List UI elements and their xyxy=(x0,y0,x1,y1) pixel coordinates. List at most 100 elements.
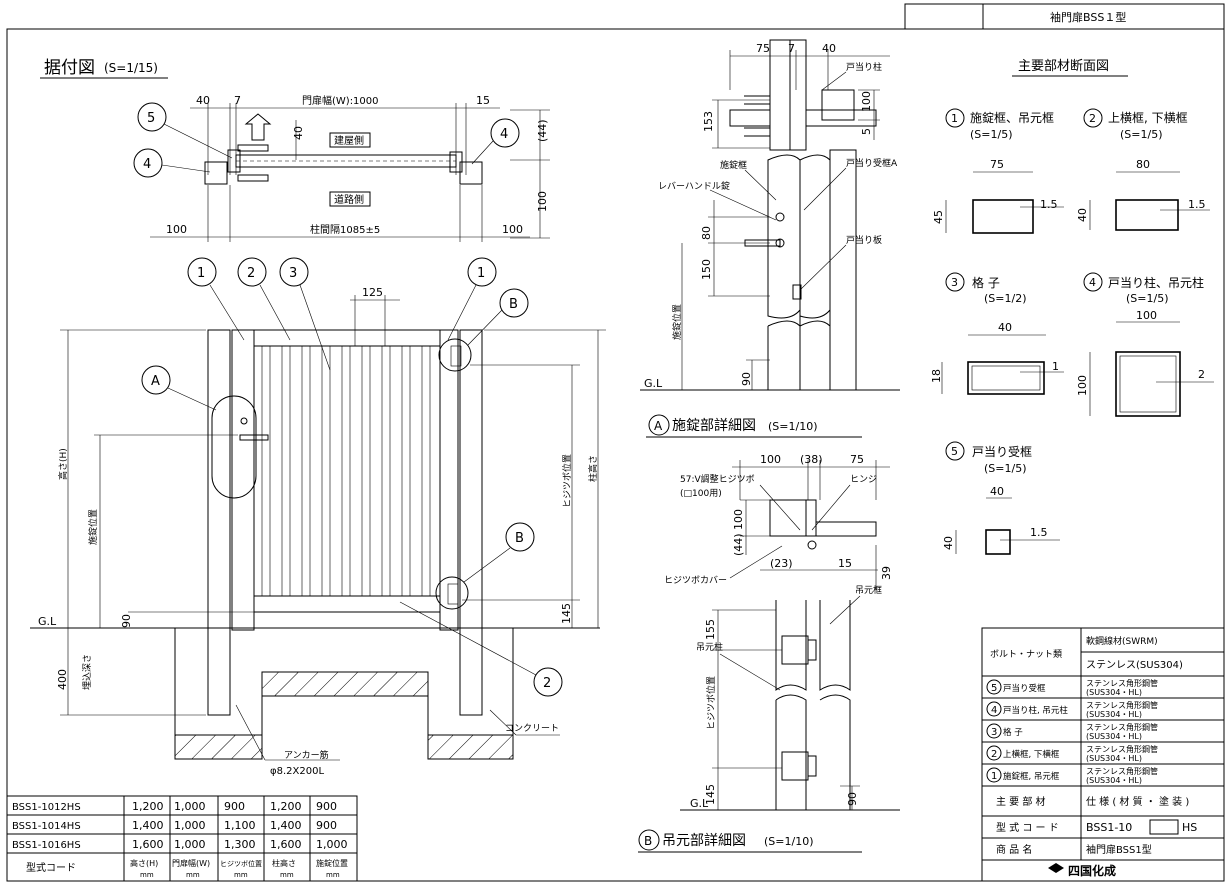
size-hdr-code: 型式コード xyxy=(26,861,76,874)
spec-row-spec1-1: ステンレス角形鋼管 xyxy=(1086,700,1158,710)
dt-dim-75: 75 xyxy=(756,42,770,55)
plan-dim-100-right-bottom: 100 xyxy=(502,223,523,236)
concrete-label: コンクリート xyxy=(505,723,559,734)
da-dim-100v: 100 xyxy=(732,509,745,530)
size-cell-2-4: 1,600 xyxy=(270,838,302,851)
elevation-view: 125 G.L 高さ(H) 施錠位置 90 400 埋込深さ 柱高さ ヒジツボ位… xyxy=(30,257,606,777)
sections: 1 施錠框、吊元框 (S=1/5) 75 45 1.5 2 上横框, 下横框 (… xyxy=(930,108,1214,555)
s1-h: 45 xyxy=(932,210,945,224)
detail-b-scale: (S=1/10) xyxy=(764,835,813,848)
sheet-border xyxy=(6,28,1225,882)
size-cell-1-2: 1,000 xyxy=(174,819,206,832)
callout-1-right: 1 xyxy=(477,266,485,281)
anchor-spec: φ8.2X200L xyxy=(270,766,324,777)
callout-2-top: 2 xyxy=(247,266,255,281)
callout-1-left: 1 xyxy=(197,266,205,281)
elev-hinge-pos: ヒジツボ位置 xyxy=(561,454,573,508)
callout-a: A xyxy=(151,374,160,389)
spec-row-num-0: 5 xyxy=(991,683,997,694)
plan-dim-40: 40 xyxy=(196,94,210,107)
da-cover: ヒジツボカバー xyxy=(664,575,727,586)
detail-a-circle-label: A xyxy=(654,419,663,433)
callout-b-top: B xyxy=(509,297,518,312)
dt-dim-40: 40 xyxy=(822,42,836,55)
anchor-label: アンカー筋 xyxy=(284,749,329,761)
size-cell-2-3: 1,300 xyxy=(224,838,256,851)
svg-text:1: 1 xyxy=(951,112,958,125)
size-cell-1-5: 900 xyxy=(316,819,337,832)
size-cell-0-3: 900 xyxy=(224,800,245,813)
header-box xyxy=(904,3,1225,30)
size-cell-2-5: 1,000 xyxy=(316,838,348,851)
s4-h: 100 xyxy=(1076,375,1089,396)
spec-row-part-0: 戸当り受框 xyxy=(1003,683,1046,694)
callout-4-plan-left xyxy=(133,148,163,178)
s1-scale: (S=1/5) xyxy=(970,128,1013,141)
dt-dim-153: 153 xyxy=(702,111,715,132)
svg-text:4: 4 xyxy=(1089,276,1096,289)
s2-w: 80 xyxy=(1136,158,1150,171)
svg-text:5: 5 xyxy=(147,111,155,126)
dt-dim-80: 80 xyxy=(700,226,713,240)
spec-row-num-1: 4 xyxy=(991,705,997,716)
unit-h: mm xyxy=(140,871,154,879)
db-hang-frame: 吊元框 xyxy=(855,584,882,596)
plan-dim-100-right: 100 xyxy=(536,191,549,212)
size-cell-0-4: 1,200 xyxy=(270,800,302,813)
callout-3: 3 xyxy=(289,266,297,281)
svg-text:4: 4 xyxy=(500,127,508,142)
callout-5-plan xyxy=(137,102,167,132)
s4-scale: (S=1/5) xyxy=(1126,292,1169,305)
size-hdr-w: 門扉幅(W) xyxy=(172,858,210,868)
dt-stop-frame-a: 戸当り受框A xyxy=(846,157,898,169)
dt-stop-post: 戸当り柱 xyxy=(846,61,882,73)
callout-4-plan-right xyxy=(490,118,520,148)
spec-name-value: 袖門扉BSS1型 xyxy=(1086,843,1152,856)
spec-bolt-spec1: 軟鋼線材(SWRM) xyxy=(1086,635,1158,647)
spec-row-num-circle-0 xyxy=(986,679,1002,695)
dt-lock-frame: 施錠框 xyxy=(720,159,747,171)
spec-bolt-label: ボルト・ナット類 xyxy=(990,649,1062,660)
da-dim-23: (23) xyxy=(770,557,793,570)
da-dim-38: (38) xyxy=(800,453,823,466)
elev-gl: G.L xyxy=(38,615,57,628)
db-hinge-pos: ヒジツボ位置 xyxy=(705,676,717,730)
unit-lock: mm xyxy=(326,871,340,879)
plan-dim-44: (44) xyxy=(536,119,549,142)
svg-text:2: 2 xyxy=(1089,112,1096,125)
svg-text:3: 3 xyxy=(951,276,958,289)
callout-b-bottom: B xyxy=(515,531,524,546)
spec-model-code-a: BSS1-10 xyxy=(1086,821,1132,834)
da-dim-15: 15 xyxy=(838,557,852,570)
dt-dim-150: 150 xyxy=(700,259,713,280)
road-side-label: 道路側 xyxy=(334,193,364,206)
dt-lever: レバーハンドル錠 xyxy=(658,180,730,192)
s4-title: 戸当り柱、吊元柱 xyxy=(1108,275,1204,290)
spec-bolt-spec2: ステンレス(SUS304) xyxy=(1086,660,1183,671)
detail-top: 75 7 40 戸当り柱 153 100 5 施錠框 xyxy=(640,39,900,391)
s2-title: 上横框, 下横框 xyxy=(1108,111,1188,125)
elev-embed: 埋込深さ xyxy=(82,654,93,690)
spec-row-num-3: 2 xyxy=(991,749,997,760)
building-side-label: 建屋側 xyxy=(334,134,364,147)
callout-2-bottom: 2 xyxy=(543,676,551,691)
elev-dim-90: 90 xyxy=(120,614,133,628)
s5-scale: (S=1/5) xyxy=(984,462,1027,475)
spec-row-num-circle-2 xyxy=(986,723,1002,739)
spec-row-spec1-3: ステンレス角形鋼管 xyxy=(1086,744,1158,754)
detail-b-circle-label: B xyxy=(644,834,652,848)
dt-dim-5: 5 xyxy=(860,128,873,135)
da-dim-44: (44) xyxy=(732,533,745,556)
install-title: 据付図 xyxy=(44,58,95,78)
spec-row-spec1-2: ステンレス角形鋼管 xyxy=(1086,722,1158,732)
s2-h: 40 xyxy=(1076,208,1089,222)
s3-t: 1 xyxy=(1052,360,1059,373)
header-title: 袖門扉BSS１型 xyxy=(1050,10,1126,24)
spec-row-spec2-2: (SUS304・HL) xyxy=(1086,732,1142,741)
size-cell-2-2: 1,000 xyxy=(174,838,206,851)
maker-logo-icon xyxy=(1048,863,1064,873)
svg-text:5: 5 xyxy=(951,445,958,458)
unit-hinge: mm xyxy=(234,871,248,879)
spec-row-spec2-3: (SUS304・HL) xyxy=(1086,754,1142,763)
spec-row-spec2-4: (SUS304・HL) xyxy=(1086,776,1142,785)
